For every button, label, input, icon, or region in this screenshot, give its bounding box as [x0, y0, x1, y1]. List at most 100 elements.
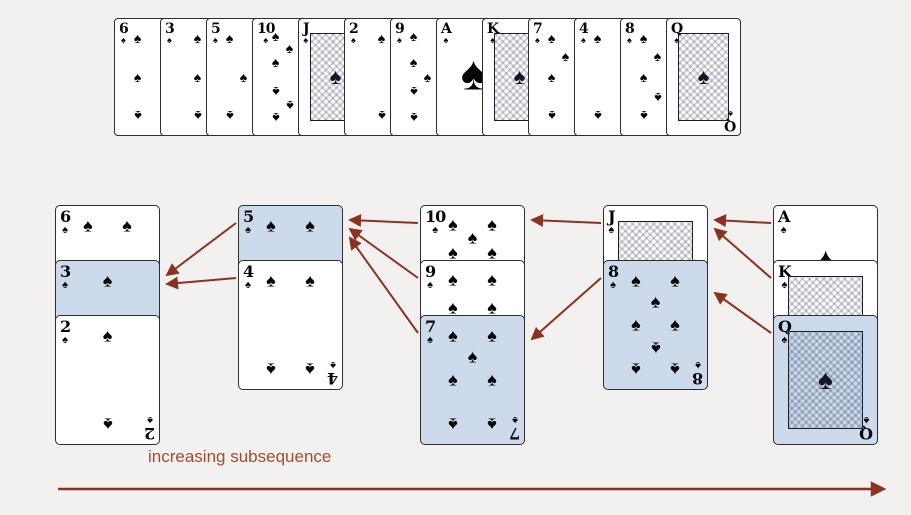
pointer-arrow-q-to-8 [713, 291, 772, 334]
spade-icon: ♠ [780, 224, 787, 236]
spade-icon: ♠ [396, 35, 402, 45]
card-corner-index: 10♠ [257, 21, 276, 45]
card-rank: K [487, 21, 499, 37]
spade-pip-icon: ♠ [593, 108, 602, 125]
spade-pip-icon: ♠ [631, 270, 641, 291]
card-corner-index: K♠ [778, 264, 792, 291]
card-rank: 7 [425, 317, 436, 336]
spade-icon: ♠ [674, 35, 679, 45]
spade-pip-icon: ♠ [305, 359, 315, 380]
pointer-arrow-5-to-3 [165, 222, 237, 277]
spade-pip-icon: ♠ [305, 270, 315, 291]
spade-icon: ♠ [329, 64, 342, 89]
spade-pip-icon: ♠ [448, 297, 458, 318]
pile-4-card-8-spade: 8♠8♠♠♠♠♠♠♠♠♠ [603, 260, 708, 390]
spade-icon: ♠ [263, 35, 269, 45]
pile-5-card-q-spade: Q♠Q♠♠ [773, 315, 878, 445]
card-corner-index: 9♠ [395, 22, 405, 45]
spade-pip-icon: ♠ [631, 314, 641, 335]
card-rank: 8 [692, 369, 703, 388]
card-rank: 7 [533, 21, 543, 37]
pointer-arrow-7-to-5 [348, 236, 419, 334]
card-corner-index: 7♠ [533, 21, 543, 45]
card-corner-index: 8♠ [625, 21, 635, 45]
spade-pip-icon: ♠ [631, 359, 641, 380]
spade-pip-icon: ♠ [122, 215, 132, 236]
spade-icon: ♠ [212, 35, 218, 45]
card-corner-index-inverted: 7♠ [509, 414, 520, 443]
spade-pip-icon: ♠ [467, 346, 478, 367]
spade-icon: ♠ [350, 35, 356, 45]
card-corner-index: 7♠ [425, 317, 436, 346]
card-corner-index: 3♠ [60, 262, 71, 291]
spade-pip-icon: ♠ [650, 338, 661, 359]
card-rank: 3 [60, 262, 71, 281]
card-rank: 10 [425, 207, 446, 226]
spade-pip-icon: ♠ [487, 369, 497, 390]
spade-icon: ♠ [166, 35, 172, 45]
spade-icon: ♠ [120, 35, 126, 45]
spade-pip-icon: ♠ [266, 359, 276, 380]
spade-pip-icon: ♠ [448, 414, 458, 435]
spade-pip-icon: ♠ [547, 108, 556, 125]
spade-icon: ♠ [610, 279, 616, 291]
spade-pip-icon: ♠ [547, 29, 556, 46]
spade-icon: ♠ [534, 35, 540, 45]
card-corner-index: 9♠ [425, 262, 436, 291]
spade-pip-icon: ♠ [266, 215, 276, 236]
card-rank: 2 [349, 21, 359, 37]
spade-pip-icon: ♠ [193, 29, 202, 46]
spade-pip-icon: ♠ [377, 108, 386, 125]
spade-pip-icon: ♠ [650, 291, 661, 312]
spade-pip-icon: ♠ [467, 227, 478, 248]
spade-pip-icon: ♠ [285, 40, 294, 56]
card-corner-index: 4♠ [579, 22, 589, 45]
spade-pip-icon: ♠ [193, 108, 202, 125]
spade-pip-icon: ♠ [271, 84, 280, 101]
spade-pip-icon: ♠ [225, 108, 234, 125]
spade-pip-icon: ♠ [239, 69, 248, 85]
card-rank: J [608, 207, 616, 226]
card-corner-index: 2♠ [349, 21, 359, 45]
card-rank: 8 [625, 21, 635, 37]
card-rank: 10 [257, 21, 276, 37]
card-corner-index: 8♠ [608, 262, 619, 291]
spade-icon: ♠ [330, 359, 336, 371]
spade-pip-icon: ♠ [653, 48, 662, 65]
spade-icon: ♠ [62, 334, 68, 346]
spade-pip-icon: ♠ [448, 242, 458, 263]
pile-3-card-7-spade: 7♠7♠♠♠♠♠♠♠♠ [420, 315, 525, 445]
spade-pip-icon: ♠ [639, 29, 648, 46]
card-corner-index: Q♠ [778, 319, 792, 346]
sequence-card-q-spade: Q♠Q♠♠ [666, 18, 741, 136]
spade-pip-icon: ♠ [409, 53, 418, 70]
card-rank: 7 [509, 424, 520, 443]
pointer-arrow-8-to-7 [530, 277, 602, 341]
spade-pip-icon: ♠ [593, 29, 602, 46]
spade-icon: ♠ [427, 334, 433, 346]
spade-pip-icon: ♠ [271, 28, 280, 45]
spade-pip-icon: ♠ [271, 53, 280, 70]
card-rank: 6 [60, 207, 71, 226]
spade-icon: ♠ [432, 224, 439, 236]
card-corner-index: J♠ [303, 22, 310, 45]
spade-pip-icon: ♠ [102, 270, 113, 291]
card-rank: Q [671, 21, 683, 37]
card-corner-index: K♠ [487, 21, 499, 45]
spade-pip-icon: ♠ [133, 108, 142, 125]
card-rank: 8 [608, 262, 619, 281]
card-corner-index: 5♠ [243, 207, 254, 236]
spade-pip-icon: ♠ [547, 69, 556, 85]
spade-icon: ♠ [490, 35, 495, 45]
spade-icon: ♠ [818, 364, 833, 395]
spade-pip-icon: ♠ [409, 28, 418, 45]
spade-pip-icon: ♠ [271, 109, 280, 126]
card-rank: 5 [243, 207, 254, 226]
card-rank: 9 [425, 262, 436, 281]
card-rank: 6 [119, 21, 129, 37]
spade-pip-icon: ♠ [670, 314, 680, 335]
card-corner-index: 4♠ [243, 264, 254, 291]
card-corner-index-inverted: 4♠ [328, 359, 338, 388]
card-corner-index: 3♠ [165, 22, 175, 45]
